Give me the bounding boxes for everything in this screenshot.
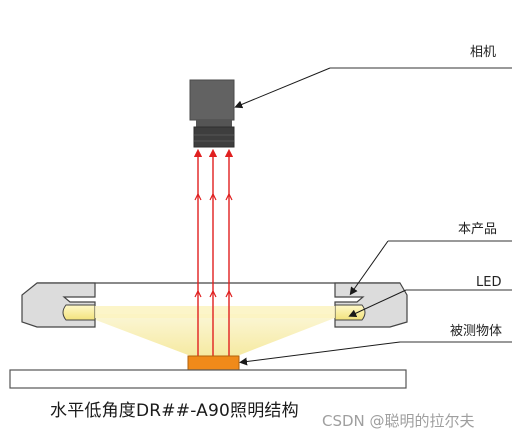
base-platform: [9, 369, 407, 389]
led-label: LED: [476, 275, 501, 290]
reflected-rays: [193, 148, 234, 360]
led-left: [62, 304, 96, 321]
object-label: 被测物体: [450, 324, 502, 339]
camera-label: 相机: [470, 45, 496, 60]
product-callout: 本产品: [349, 222, 512, 296]
camera: [189, 79, 235, 148]
diagram-caption: 水平低角度DR##-A90照明结构: [50, 401, 299, 421]
camera-callout: 相机: [234, 45, 512, 109]
led-glow-band: [95, 306, 335, 318]
led-right: [334, 304, 366, 321]
camera-lens: [193, 126, 235, 148]
camera-lens-top: [196, 120, 232, 128]
camera-body: [189, 79, 235, 121]
watermark: CSDN @聪明的拉尔夫: [322, 412, 475, 430]
object-callout: 被测物体: [239, 324, 512, 366]
product-label: 本产品: [458, 222, 497, 237]
object-under-test: [187, 355, 240, 371]
led-callout: LED: [348, 275, 512, 317]
